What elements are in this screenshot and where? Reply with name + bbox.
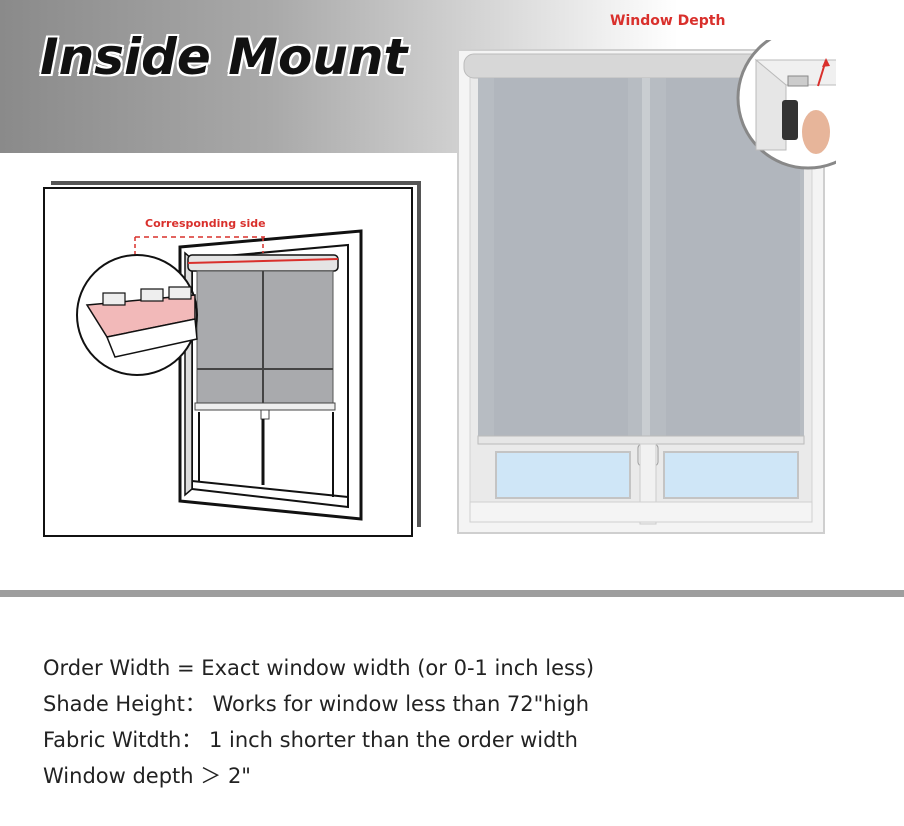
page-title: Inside Mount: [38, 27, 408, 88]
spec-list: Order Width = Exact window width (or 0-1…: [43, 650, 594, 794]
diagram-illustration: Corresponding side: [76, 217, 363, 521]
glass-left: [495, 451, 631, 499]
diagram-shadow: [51, 181, 421, 527]
inset-bracket: [787, 75, 809, 87]
inset-hand: [802, 110, 830, 154]
diagram-label: Corresponding side: [145, 217, 266, 230]
bottom-bar: [477, 435, 805, 445]
zoom-bracket-mid: [140, 288, 164, 302]
inset-arrow-head: [822, 58, 830, 67]
pull-handle: [260, 409, 270, 420]
product-photo: Window Depth: [456, 17, 880, 535]
section-divider: [0, 590, 904, 597]
window-sill: [469, 501, 813, 523]
photo-illustration: Window Depth: [457, 17, 880, 534]
inside-mount-diagram: Corresponding side: [43, 187, 413, 537]
window-depth-heading: Window Depth: [610, 13, 726, 29]
bottom-rail: [194, 402, 336, 411]
spec-fabric-width: Fabric Witdth： 1 inch shorter than the o…: [43, 728, 578, 752]
headrail-red-line: [187, 258, 339, 264]
inset-frame-side: [755, 58, 787, 151]
spec-order-width: Order Width = Exact window width (or 0-1…: [43, 656, 595, 680]
zoom-frame-face: [105, 318, 198, 358]
fabric-left-pane: [494, 78, 628, 438]
glass-right: [663, 451, 799, 499]
inset-drill: [782, 100, 798, 140]
shade-fabric: [196, 270, 334, 404]
window-sill-line: [191, 480, 349, 498]
zoom-bracket-right: [168, 286, 192, 300]
zoom-bracket-left: [102, 292, 126, 306]
spec-shade-height: Shade Height： Works for window less than…: [43, 692, 590, 716]
spec-window-depth: Window depth ＞ 2": [43, 764, 251, 788]
